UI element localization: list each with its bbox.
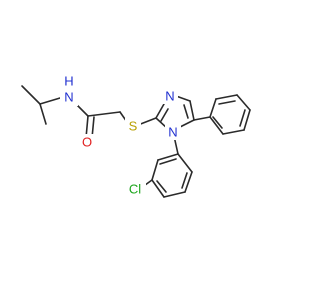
atom-chlorine-label: Cl	[129, 182, 141, 197]
bond	[177, 153, 193, 173]
bond	[209, 116, 224, 135]
atom-sulfur-label: S	[129, 119, 138, 134]
atom-nitrogen-label: N	[64, 90, 73, 105]
bond	[156, 180, 167, 193]
bond	[193, 116, 211, 121]
atom-hydrogen-label: H	[64, 74, 73, 89]
bond	[163, 191, 186, 198]
atom-nitrogen-imine-label: N	[165, 89, 174, 104]
structure-canvas: N H O S N N Cl	[21, 74, 251, 198]
bond	[243, 109, 251, 131]
bond	[39, 103, 47, 125]
bond	[151, 159, 159, 181]
bond	[215, 94, 238, 100]
bond	[239, 109, 246, 127]
bond	[181, 172, 188, 189]
bond	[222, 129, 245, 135]
bond	[151, 179, 165, 198]
bond	[184, 171, 193, 193]
bond	[159, 158, 177, 165]
bond-layer	[21, 85, 251, 198]
bond	[212, 116, 223, 129]
bond	[179, 119, 195, 128]
bond	[155, 103, 165, 119]
bond	[183, 104, 189, 119]
bond	[175, 95, 191, 102]
bond	[87, 111, 121, 117]
bond	[189, 100, 195, 121]
atom-nitrogen-ring-label: N	[168, 125, 177, 140]
atom-label-layer: N H O S N N Cl	[60, 74, 181, 197]
bond	[209, 98, 217, 118]
bond	[236, 94, 251, 111]
atom-oxygen-label: O	[82, 135, 92, 150]
bond	[21, 85, 41, 105]
bond	[160, 108, 169, 122]
bond	[39, 97, 61, 105]
bond	[157, 153, 179, 161]
bond	[218, 100, 236, 105]
molecule-structure: N H O S N N Cl	[21, 74, 251, 198]
